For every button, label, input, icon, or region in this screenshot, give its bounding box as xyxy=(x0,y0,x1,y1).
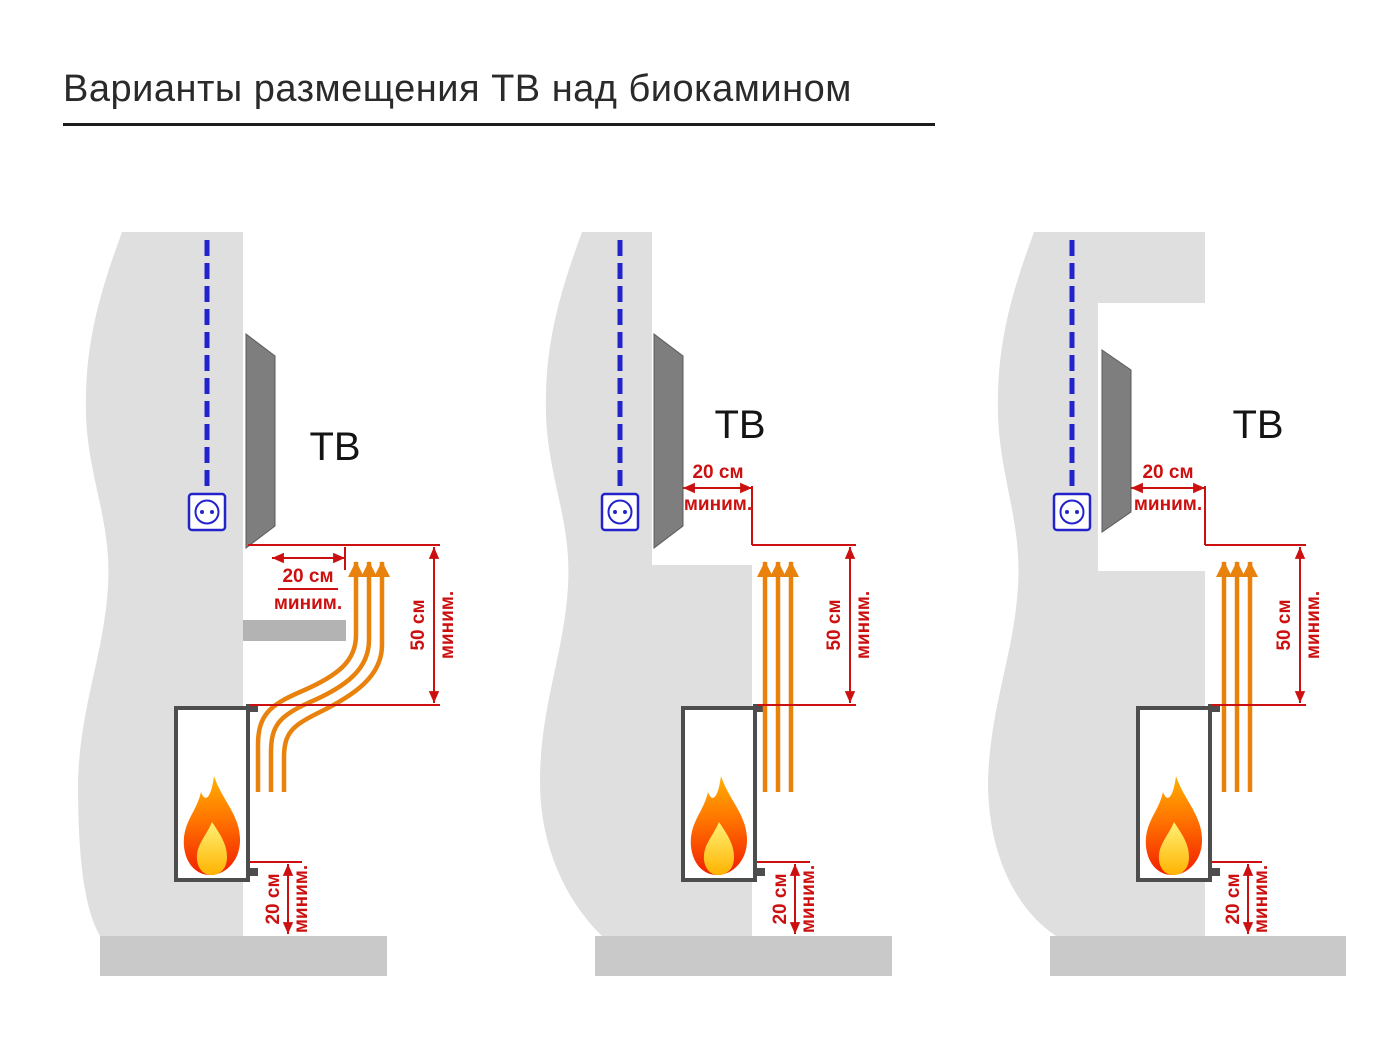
tv-side-view xyxy=(1101,349,1132,533)
svg-text:миним.: миним. xyxy=(1251,865,1272,933)
tv-label: ТВ xyxy=(714,403,765,447)
dimension-front-clearance: 20 см миним. xyxy=(1131,462,1206,545)
fireplace xyxy=(1136,704,1220,882)
deflector-shelf xyxy=(243,620,346,641)
svg-text:миним.: миним. xyxy=(437,591,458,659)
power-socket-icon xyxy=(187,492,227,532)
svg-text:миним.: миним. xyxy=(853,591,874,659)
dimension-floor-clearance: 20 см миним. xyxy=(250,861,312,934)
dimension-front-clearance: 20 см миним. xyxy=(683,462,753,545)
title-underline: Варианты размещения ТВ над биокамином xyxy=(63,68,935,126)
heat-flow-arrows xyxy=(757,561,799,792)
svg-text:миним.: миним. xyxy=(274,593,342,614)
heat-flow-arrows xyxy=(1216,561,1258,792)
dimension-above-clearance: 50 см миним. xyxy=(1205,544,1324,706)
variant-2-diagram: ТВ 20 см миним. 50 см миним. xyxy=(540,232,892,976)
svg-text:20 см: 20 см xyxy=(1223,873,1244,924)
dimension-floor-clearance: 20 см миним. xyxy=(757,861,819,934)
power-socket-icon xyxy=(1052,492,1092,532)
svg-text:50 см: 50 см xyxy=(1274,599,1295,650)
svg-text:миним.: миним. xyxy=(684,494,752,515)
floor xyxy=(595,936,892,976)
floor xyxy=(100,936,387,976)
svg-text:миним.: миним. xyxy=(1303,591,1324,659)
floor xyxy=(1050,936,1346,976)
tv-label: ТВ xyxy=(309,425,360,469)
dimension-front-clearance: 20 см миним. xyxy=(248,544,440,614)
variant-1-diagram: ТВ 20 см миним. 50 см миним. xyxy=(78,232,458,976)
page-title: Варианты размещения ТВ над биокамином xyxy=(63,68,852,110)
dimension-above-clearance: 50 см миним. xyxy=(752,544,874,706)
fireplace xyxy=(174,704,258,882)
svg-text:20 см: 20 см xyxy=(770,873,791,924)
fireplace xyxy=(681,704,765,882)
svg-text:миним.: миним. xyxy=(1134,494,1202,515)
power-socket-icon xyxy=(600,492,640,532)
tv-label: ТВ xyxy=(1232,403,1283,447)
dimension-floor-clearance: 20 см миним. xyxy=(1212,861,1272,934)
svg-text:миним.: миним. xyxy=(798,865,819,933)
svg-text:50 см: 50 см xyxy=(408,599,429,650)
dimension-above-clearance: 50 см миним. xyxy=(250,547,458,706)
variant-3-diagram: ТВ 20 см миним. 50 см миним. xyxy=(988,232,1346,976)
tv-side-view xyxy=(653,332,684,550)
svg-text:20 см: 20 см xyxy=(282,566,333,587)
heat-flow-arrows xyxy=(255,561,390,792)
tv-side-view xyxy=(245,332,276,550)
svg-text:20 см: 20 см xyxy=(263,873,284,924)
svg-text:20 см: 20 см xyxy=(1142,462,1193,483)
svg-text:миним.: миним. xyxy=(291,865,312,933)
svg-text:50 см: 50 см xyxy=(824,599,845,650)
svg-text:20 см: 20 см xyxy=(692,462,743,483)
